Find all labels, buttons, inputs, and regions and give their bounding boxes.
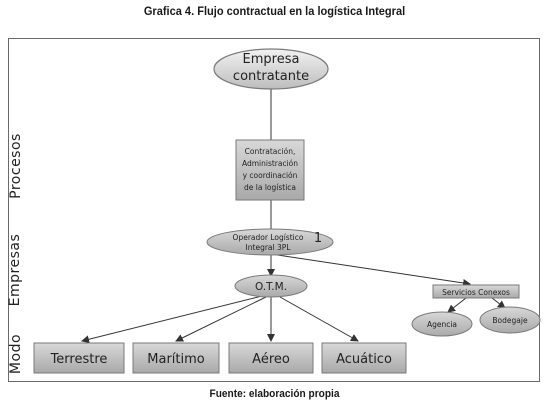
node-mode-aereo: Aéreo bbox=[228, 342, 314, 374]
agencia-label: Agencia bbox=[427, 320, 457, 329]
node-mode-maritimo: Marítimo bbox=[132, 342, 220, 374]
bodegaje-label: Bodegaje bbox=[492, 316, 528, 325]
node-agencia: Agencia bbox=[411, 311, 473, 337]
operador-number: 1 bbox=[314, 231, 322, 246]
mode-acuatico-label: Acuático bbox=[336, 352, 392, 367]
figure-title: Grafica 4. Flujo contractual en la logís… bbox=[143, 4, 406, 18]
connector-otm-terrestre bbox=[81, 295, 263, 344]
otm-label: O.T.M. bbox=[255, 281, 287, 293]
diagram-frame bbox=[8, 38, 540, 382]
proceso-line-3: y coordinación bbox=[243, 171, 298, 180]
node-otm: O.T.M. bbox=[234, 274, 308, 298]
connector-otm-maritimo bbox=[175, 296, 267, 342]
node-empresa-contratante: Empresa contratante bbox=[213, 48, 329, 90]
node-mode-terrestre: Terrestre bbox=[33, 342, 125, 374]
node-proceso: Contratación, Administración y coordinac… bbox=[235, 139, 305, 201]
mode-aereo-label: Aéreo bbox=[252, 352, 290, 367]
servicios-label: Servicios Conexos bbox=[442, 288, 510, 297]
mode-terrestre-label: Terrestre bbox=[50, 352, 108, 367]
empresa-line-2: contratante bbox=[233, 69, 309, 84]
node-operador-logistico: Operador Logístico Integral 3PL 1 bbox=[206, 228, 334, 256]
connector-servicios-bodegaje bbox=[491, 297, 506, 309]
proceso-line-2: Administración bbox=[242, 159, 298, 168]
proceso-line-1: Contratación, bbox=[245, 147, 296, 156]
proceso-line-4: de la logística bbox=[244, 183, 296, 192]
connector-servicios-agencia bbox=[447, 297, 467, 313]
node-servicios-conexos: Servicios Conexos bbox=[432, 284, 520, 299]
operador-line-1: Operador Logístico bbox=[233, 233, 304, 242]
operador-line-2: Integral 3PL bbox=[246, 243, 292, 252]
connector-otm-acuatico bbox=[279, 296, 359, 342]
node-mode-acuatico: Acuático bbox=[321, 342, 407, 374]
mode-maritimo-label: Marítimo bbox=[147, 352, 205, 367]
connectors bbox=[81, 88, 506, 344]
figure-source: Fuente: elaboración propia bbox=[209, 388, 340, 400]
connector-operador-servicios bbox=[270, 253, 471, 287]
empresa-line-1: Empresa bbox=[243, 52, 300, 67]
node-bodegaje: Bodegaje bbox=[479, 306, 541, 334]
